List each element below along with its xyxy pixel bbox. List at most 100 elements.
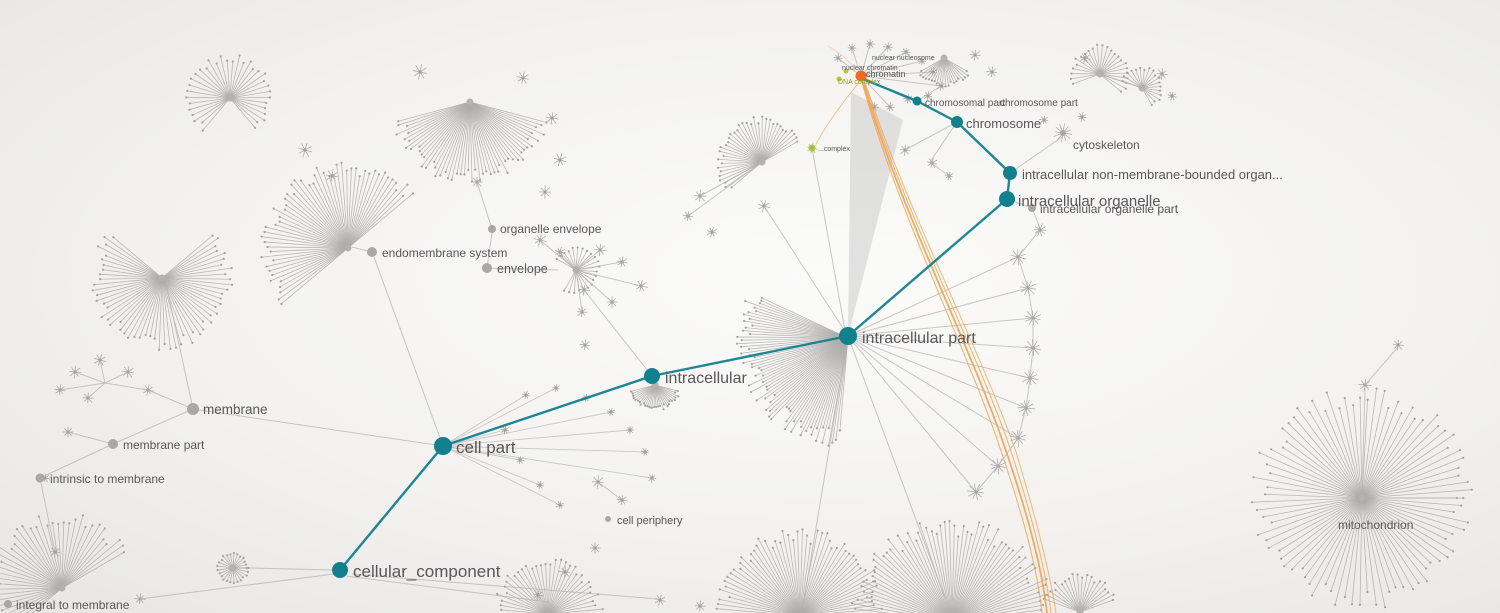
fan-tip: [1446, 556, 1449, 559]
path-node[interactable]: [332, 562, 348, 578]
graph-node[interactable]: [108, 439, 118, 449]
fan-spoke: [1259, 452, 1360, 498]
fan-spoke: [1142, 69, 1145, 86]
fan-tip: [722, 154, 725, 158]
fan-tip: [163, 342, 166, 346]
graph-node[interactable]: [482, 263, 492, 273]
graph-node[interactable]: [1028, 204, 1036, 212]
selected-node[interactable]: [855, 70, 867, 82]
fan-spoke: [472, 102, 532, 134]
fan-spoke: [281, 249, 346, 305]
star-center: [536, 593, 540, 597]
fan-tip: [243, 560, 246, 563]
path-node[interactable]: [912, 96, 922, 106]
graph-node[interactable]: [4, 600, 12, 608]
graph-node[interactable]: [488, 225, 496, 233]
fan-tip: [434, 166, 437, 169]
fan-spoke: [471, 103, 522, 153]
fan-spoke: [1131, 70, 1141, 86]
fan-tip: [350, 167, 353, 170]
fan-tip: [860, 584, 863, 588]
path-node[interactable]: [1003, 166, 1017, 180]
fan-spoke: [471, 104, 506, 162]
fan-tip: [1076, 573, 1079, 576]
fan-spoke: [349, 189, 397, 246]
fan-tip: [933, 80, 936, 83]
secondary-node[interactable]: [843, 68, 849, 74]
fan-tip: [188, 108, 191, 111]
fan-spoke: [578, 271, 594, 281]
fan-spoke: [790, 340, 847, 433]
fan-spoke: [807, 591, 873, 613]
fan-tip: [978, 521, 981, 524]
graph-edge: [87, 382, 106, 399]
fan-tip: [91, 524, 94, 527]
secondary-node[interactable]: [836, 76, 842, 82]
fan-tip: [489, 172, 493, 176]
fan-spoke: [1362, 500, 1390, 592]
fan-spoke: [977, 591, 1039, 613]
fan-pivot: [466, 98, 474, 106]
fan-spoke: [802, 563, 859, 613]
path-node[interactable]: [839, 327, 857, 345]
fan-spoke: [765, 339, 847, 411]
fan-tip: [864, 569, 867, 572]
path-node[interactable]: [434, 437, 452, 455]
fan-spoke: [550, 600, 594, 613]
graph-edge: [112, 408, 194, 445]
path-node[interactable]: [999, 191, 1015, 207]
fan-spoke: [186, 96, 228, 99]
fan-spoke: [731, 163, 760, 188]
fan-tip: [724, 143, 728, 147]
fan-tip: [1158, 76, 1161, 79]
fan-tip: [631, 394, 635, 397]
graph-edge: [104, 371, 129, 384]
graph-node[interactable]: [1060, 130, 1066, 136]
node-label: ...complex: [818, 146, 850, 153]
fan-tip: [718, 174, 721, 178]
fan-spoke: [63, 543, 107, 587]
fan-tip: [1265, 463, 1269, 466]
fan-tip: [677, 395, 680, 398]
graph-node[interactable]: [187, 403, 199, 415]
fan-tip: [246, 570, 250, 573]
fan-tip: [732, 568, 735, 571]
fan-spoke: [939, 60, 944, 86]
fan-spoke: [1102, 67, 1128, 74]
fan-spoke: [231, 68, 254, 96]
fan-tip: [643, 402, 646, 405]
fan-tip: [384, 171, 387, 174]
graph-edge: [847, 335, 1034, 349]
fan-tip: [918, 522, 921, 525]
fan-spoke: [267, 246, 346, 249]
fan-spoke: [472, 103, 533, 147]
node-label: integral to membrane: [16, 598, 130, 612]
fan-spoke: [651, 387, 655, 408]
fan-spoke: [1266, 463, 1360, 498]
graph-node[interactable]: [35, 473, 45, 483]
fan-tip: [761, 115, 764, 118]
fan-tip: [358, 175, 361, 178]
fan-spoke: [655, 387, 665, 405]
fan-spoke: [1364, 457, 1464, 498]
graph-node[interactable]: [605, 516, 611, 522]
fan-spoke: [966, 578, 1028, 613]
graph-node[interactable]: [367, 247, 377, 257]
fan-spoke: [194, 99, 228, 122]
fan-tip: [189, 77, 193, 80]
fan-tip: [1359, 396, 1362, 399]
path-node[interactable]: [951, 116, 963, 128]
fan-tip: [1350, 603, 1354, 606]
fan-tip: [112, 236, 115, 239]
fan-spoke: [1054, 582, 1079, 610]
fan-tip: [238, 54, 241, 57]
fan-tip: [1042, 603, 1045, 607]
fan-tip: [1021, 545, 1024, 548]
fan-tip: [186, 89, 189, 93]
fan-spoke: [472, 103, 528, 148]
fan-spoke: [232, 73, 266, 97]
path-node[interactable]: [644, 368, 660, 384]
fan-spoke: [831, 340, 848, 443]
fan-spoke: [107, 279, 160, 308]
